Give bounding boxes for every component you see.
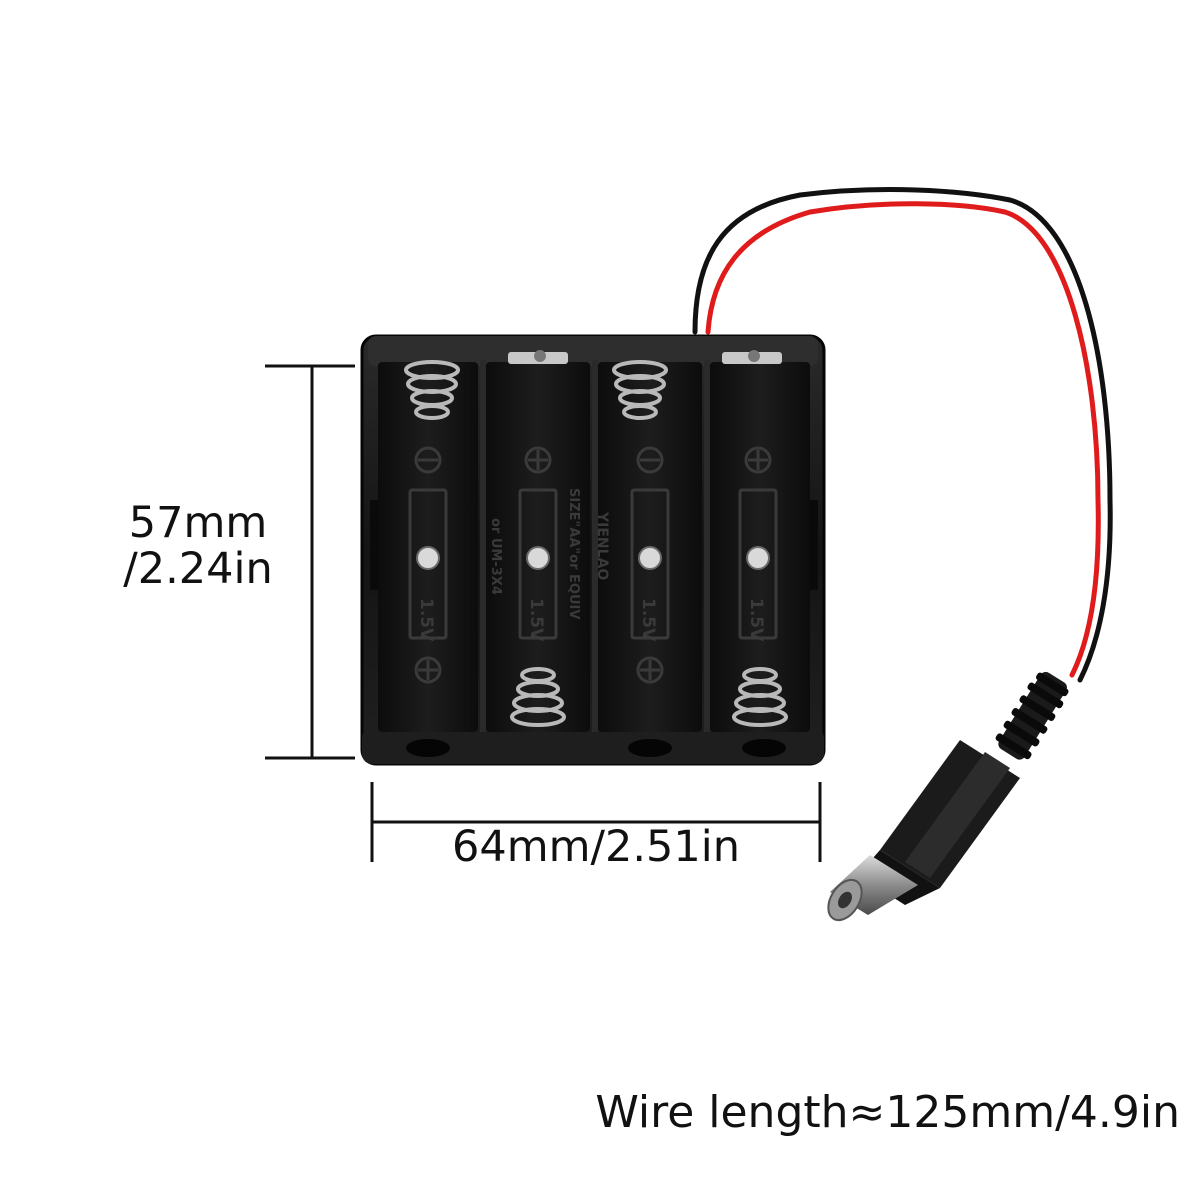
mounting-holes (416, 546, 770, 570)
slot-4-voltage: 1.5V (746, 598, 766, 642)
slot-2-voltage: 1.5V (526, 598, 546, 642)
slot-1-voltage: 1.5V (416, 598, 436, 642)
lead-wires (692, 187, 1113, 683)
polarity-symbols (414, 446, 772, 684)
spring-contacts (404, 360, 788, 727)
wire-length-label: Wire length≈125mm/4.9in (595, 1087, 1180, 1138)
height-imperial: /2.24in (123, 544, 273, 594)
slot-3-voltage: 1.5V (638, 598, 658, 642)
flat-contacts (508, 350, 782, 364)
molded-size: SIZE"AA"or EQUIV (566, 488, 581, 619)
height-dimension-line (265, 364, 355, 760)
molded-brand: YIENLAO (594, 511, 610, 580)
battery-outline-molds (408, 488, 778, 640)
battery-holder: 1.5V 1.5V 1.5V 1.5V YIENLAO SIZE"AA"or E… (360, 334, 826, 766)
molded-model: or UM-3X4 (488, 518, 503, 595)
height-dimension-label: 57mm /2.24in (108, 500, 288, 592)
width-dimension-line (370, 782, 822, 862)
height-metric: 57mm (128, 498, 268, 548)
width-dimension-label: 64mm/2.51in (452, 822, 740, 872)
bottom-holes (406, 739, 786, 757)
dc-plug (827, 671, 1069, 922)
